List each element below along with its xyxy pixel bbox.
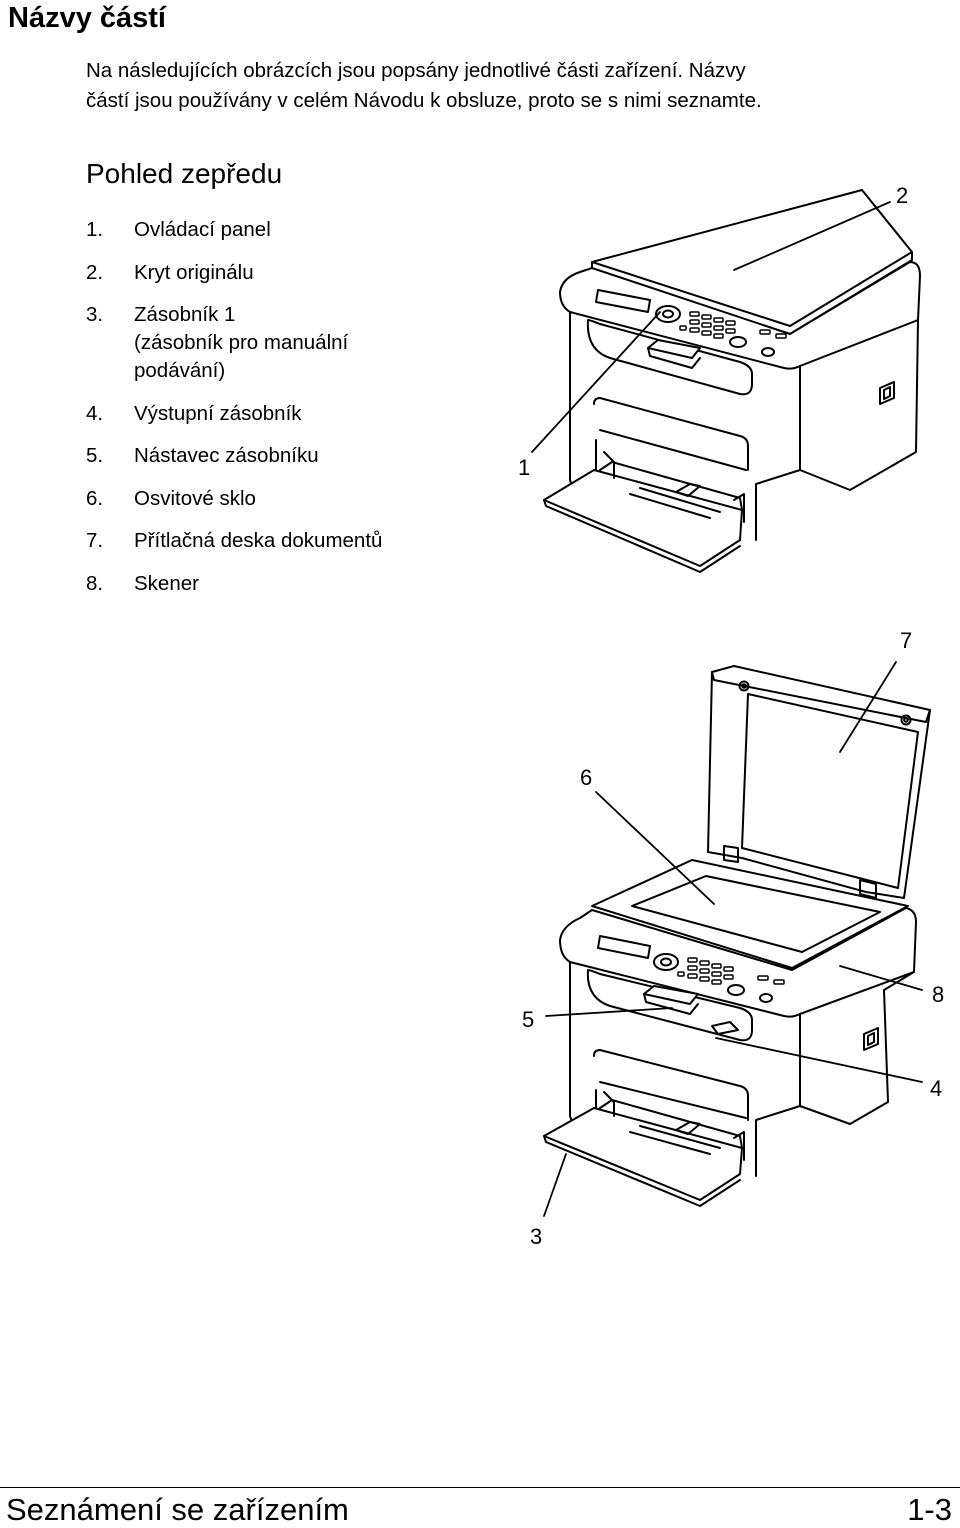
item-line: Kryt originálu bbox=[134, 260, 254, 284]
item-number: 3. bbox=[86, 303, 104, 326]
item-number: 2. bbox=[86, 260, 104, 284]
section-heading: Pohled zepředu bbox=[86, 158, 283, 189]
callout-2: 2 bbox=[896, 183, 908, 208]
leader-line-2 bbox=[733, 201, 891, 271]
parts-list: 1. Ovládací panel 2. Kryt originálu 3. Z… bbox=[86, 216, 382, 612]
item-line: Přítlačná deska dokumentů bbox=[134, 529, 383, 552]
printer-front-view-open bbox=[543, 665, 931, 1207]
leader-line-3 bbox=[543, 1153, 567, 1217]
parts-list-item: 1. Ovládací panel bbox=[86, 216, 382, 244]
item-number: 7. bbox=[86, 529, 104, 552]
footer-divider bbox=[0, 1487, 960, 1488]
item-line: (zásobník pro manuální bbox=[134, 331, 349, 354]
parts-list-item: 8. Skener bbox=[86, 570, 382, 598]
printer-illustrations: 2 1 7 6 8 5 4 3 bbox=[518, 183, 944, 1249]
callout-6: 6 bbox=[580, 765, 592, 790]
item-line: Nástavec zásobníku bbox=[134, 444, 319, 467]
item-line: Zásobník 1 bbox=[134, 303, 236, 326]
footer-chapter-title: Seznámení se zařízením bbox=[6, 1492, 349, 1527]
leader-line-7 bbox=[839, 661, 897, 753]
item-text: Přítlačná deska dokumentů bbox=[134, 527, 382, 555]
item-text: Skener bbox=[134, 570, 382, 598]
leader-line-1 bbox=[531, 311, 661, 453]
printer-front-view-closed bbox=[543, 189, 921, 573]
callout-8: 8 bbox=[932, 982, 944, 1007]
intro-line: Na následujících obrázcích jsou popsány … bbox=[86, 59, 746, 82]
callout-1: 1 bbox=[518, 455, 530, 480]
item-text: Výstupní zásobník bbox=[134, 400, 382, 428]
item-text: Nástavec zásobníku bbox=[134, 442, 382, 470]
footer-page-number: 1-3 bbox=[907, 1492, 952, 1527]
intro-paragraph: Na následujících obrázcích jsou popsány … bbox=[86, 56, 936, 116]
callout-3: 3 bbox=[530, 1224, 542, 1249]
item-line: Osvitové sklo bbox=[134, 486, 256, 510]
parts-list-item: 5. Nástavec zásobníku bbox=[86, 442, 382, 470]
item-text: Zásobník 1 (zásobník pro manuální podává… bbox=[134, 301, 382, 385]
leader-line-5 bbox=[545, 1007, 673, 1017]
item-line: Skener bbox=[134, 571, 199, 595]
parts-list-item: 2. Kryt originálu bbox=[86, 259, 382, 287]
item-text: Kryt originálu bbox=[134, 259, 382, 287]
item-number: 1. bbox=[86, 218, 104, 241]
item-line: Výstupní zásobník bbox=[134, 401, 302, 425]
callout-5: 5 bbox=[522, 1007, 534, 1032]
callout-7: 7 bbox=[900, 628, 912, 653]
item-number: 6. bbox=[86, 486, 104, 510]
item-text: Osvitové sklo bbox=[134, 485, 382, 513]
item-number: 8. bbox=[86, 571, 104, 595]
item-number: 4. bbox=[86, 401, 104, 425]
item-line: Ovládací panel bbox=[134, 218, 271, 241]
leader-line-4 bbox=[715, 1037, 923, 1083]
page-title: Názvy částí bbox=[8, 2, 166, 34]
item-number: 5. bbox=[86, 444, 104, 467]
callout-4: 4 bbox=[930, 1076, 942, 1101]
intro-line: částí jsou používány v celém Návodu k ob… bbox=[86, 89, 762, 112]
parts-list-item: 7. Přítlačná deska dokumentů bbox=[86, 527, 382, 555]
leader-line-8 bbox=[839, 965, 923, 991]
parts-list-item: 6. Osvitové sklo bbox=[86, 485, 382, 513]
parts-list-item: 4. Výstupní zásobník bbox=[86, 400, 382, 428]
item-line: podávání) bbox=[134, 359, 226, 382]
item-text: Ovládací panel bbox=[134, 216, 382, 244]
leader-line-6 bbox=[595, 791, 715, 905]
parts-list-item: 3. Zásobník 1 (zásobník pro manuální pod… bbox=[86, 301, 382, 385]
